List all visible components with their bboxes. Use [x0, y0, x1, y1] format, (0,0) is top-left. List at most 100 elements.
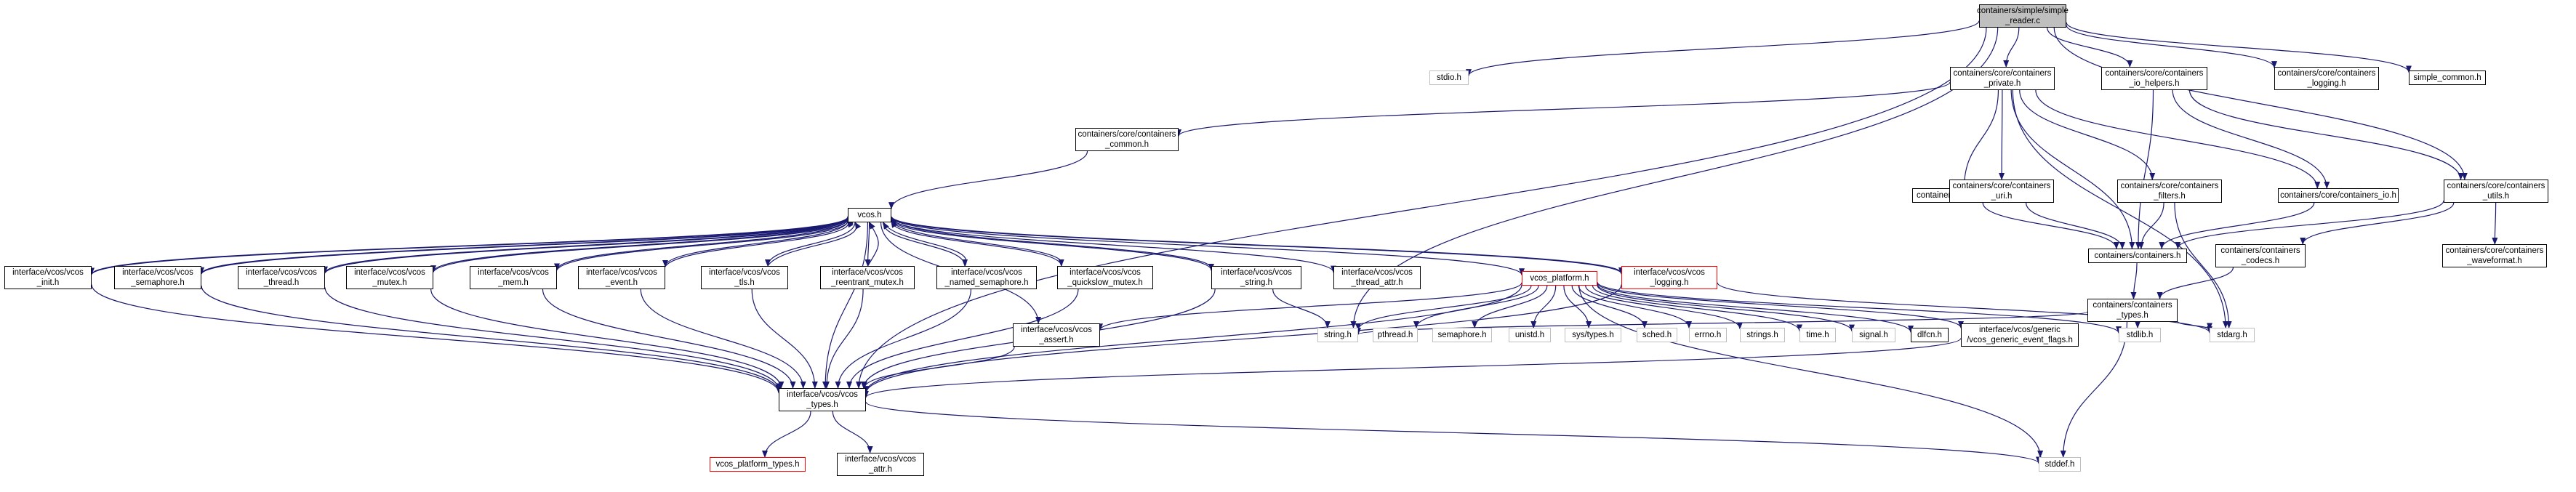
node-vcos-attr-h[interactable]: interface/vcos/vcos _attr.h [837, 453, 924, 476]
node-containers-io-h[interactable]: containers/core/containers_io.h [2278, 188, 2399, 203]
node-dlfcn-h[interactable]: dlfcn.h [1911, 328, 1949, 342]
node-containers-filters-h[interactable]: containers/core/containers _filters.h [2117, 180, 2222, 203]
node-simple-reader-c[interactable]: containers/simple/simple _reader.c [1977, 4, 2069, 28]
edge-vtypes-to-stddef [865, 401, 2042, 464]
node-vcos-quickslow-mutex-h[interactable]: interface/vcos/vcos _quickslow_mutex.h [1057, 266, 1153, 289]
node-label: vcos_platform_types.h [715, 460, 800, 469]
node-vcos-platform-h[interactable]: vcos_platform.h [1522, 271, 1597, 286]
node-semaphore-h[interactable]: semaphore.h [1432, 328, 1492, 342]
edge-filters-to-containers [2138, 202, 2164, 249]
node-label: stdio.h [1437, 73, 1461, 82]
edge-private-to-common [1176, 81, 1951, 137]
node-vcos-tls-h[interactable]: interface/vcos/vcos _tls.h [701, 266, 788, 289]
edge-utils-to-containers [2175, 200, 2444, 249]
edge-platform-to-vtypes [863, 284, 1522, 394]
node-vcos-platform-types-h[interactable]: vcos_platform_types.h [710, 457, 806, 472]
node-stddef-h[interactable]: stddef.h [2039, 457, 2081, 472]
node-string-h[interactable]: string.h [1317, 328, 1358, 342]
node-sys-types-h[interactable]: sys/types.h [1565, 328, 1621, 342]
node-sched-h[interactable]: sched.h [1637, 328, 1677, 342]
edge-named_sem-to-vcos [883, 222, 967, 267]
edge-vcos-to-thread_attr [891, 217, 1336, 273]
node-errno-h[interactable]: errno.h [1689, 328, 1727, 342]
node-containers-logging-h[interactable]: containers/core/containers _logging.h [2274, 67, 2379, 90]
node-label: containers/core/containers _filters.h [2120, 182, 2219, 201]
node-containers-uri-h[interactable]: containers/core/containers _uri.h [1949, 180, 2054, 203]
node-vcos-thread-attr-h[interactable]: interface/vcos/vcos _thread_attr.h [1333, 266, 1421, 289]
edge-platform-to-dlfcn [1597, 283, 1914, 334]
node-containers-types-h[interactable]: containers/containers _types.h [2087, 299, 2178, 322]
node-label: semaphore.h [1437, 331, 1487, 339]
node-vcos-thread-h[interactable]: interface/vcos/vcos _thread.h [238, 266, 325, 289]
node-pthread-h[interactable]: pthread.h [1373, 328, 1418, 342]
node-vcos-mem-h[interactable]: interface/vcos/vcos _mem.h [470, 266, 557, 289]
edge-vcos-to-vstring [891, 218, 1214, 271]
edge-io_helpers-to-cio [2172, 89, 2330, 189]
edge-reentrant-to-vtypes [823, 289, 864, 389]
edge-ctypes-to-stddef [2060, 321, 2128, 458]
node-vcos-string-h[interactable]: interface/vcos/vcos _string.h [1211, 266, 1301, 289]
edge-vcos-to-vtypes [822, 222, 869, 389]
edge-root-to-io_helpers [2047, 27, 2133, 68]
edge-mem-to-vcos [556, 218, 854, 270]
edge-root-to-private [2003, 27, 2020, 68]
edge-private-to-filters [2019, 89, 2156, 180]
node-vcos-named-semaphore-h[interactable]: interface/vcos/vcos _named_semaphore.h [936, 266, 1037, 289]
edge-thread-to-vcos [324, 217, 854, 273]
node-containers-common-h[interactable]: containers/core/containers _common.h [1075, 128, 1179, 151]
edge-packetizers-to-containers [1982, 202, 2119, 249]
edge-io_helpers-to-containers [2135, 89, 2154, 249]
edge-containers-to-ctypes [2130, 262, 2138, 299]
node-label: interface/vcos/vcos _thread.h [246, 268, 317, 287]
edge-platform-to-semaphore_h [1472, 285, 1548, 328]
node-vcos-generic-event-flags-h[interactable]: interface/vcos/generic /vcos_generic_eve… [1961, 323, 2079, 347]
node-label: vcos_platform.h [1530, 274, 1589, 283]
node-label: containers/containers.h [2094, 251, 2181, 260]
node-stdarg-h[interactable]: stdarg.h [2210, 328, 2255, 342]
edge-platform-to-stdlib [1597, 281, 2122, 334]
node-label: interface/vcos/vcos _string.h [1221, 268, 1292, 287]
edge-vstring-to-vcos [891, 217, 1212, 271]
edge-vcos-to-thread [322, 217, 848, 274]
node-vcos-types-h[interactable]: interface/vcos/vcos _types.h [779, 388, 866, 411]
node-vcos-semaphore-h[interactable]: interface/vcos/vcos _semaphore.h [114, 266, 201, 289]
node-containers-io-helpers-h[interactable]: containers/core/containers _io_helpers.h [2101, 67, 2207, 90]
node-label: string.h [1324, 331, 1352, 339]
node-vcos-init-h[interactable]: interface/vcos/vcos _init.h [4, 266, 92, 289]
node-containers-private-h[interactable]: containers/core/containers _private.h [1950, 67, 2055, 90]
node-label: containers/core/containers _logging.h [2277, 69, 2376, 88]
edge-generic_flags-to-vtypes [863, 337, 1962, 398]
node-vcos-mutex-h[interactable]: interface/vcos/vcos _mutex.h [346, 266, 433, 289]
node-label: interface/vcos/vcos _reentrant_mutex.h [831, 268, 904, 287]
node-strings-h[interactable]: strings.h [1740, 328, 1785, 342]
node-signal-h[interactable]: signal.h [1852, 328, 1895, 342]
node-time-h[interactable]: time.h [1799, 328, 1836, 342]
node-containers-h[interactable]: containers/containers.h [2088, 249, 2187, 263]
node-label: interface/vcos/vcos _thread_attr.h [1341, 268, 1413, 287]
edge-private-to-packetizers [1961, 89, 1999, 189]
node-vcos-assert-h[interactable]: interface/vcos/vcos _assert.h [1013, 323, 1100, 347]
node-label: containers/core/containers _uri.h [1952, 182, 2051, 201]
edge-tls-to-vcos [767, 222, 862, 267]
node-label: strings.h [1746, 331, 1778, 339]
edge-named_sem-to-vtypes [835, 289, 972, 389]
node-containers-utils-h[interactable]: containers/core/containers _utils.h [2444, 180, 2548, 203]
node-label: containers/containers _codecs.h [2220, 246, 2300, 265]
edge-mutex-to-vcos [433, 217, 854, 273]
node-stdlib-h[interactable]: stdlib.h [2119, 328, 2161, 342]
node-vcos-logging-h[interactable]: interface/vcos/vcos _logging.h [1621, 266, 1717, 289]
node-vcos-reentrant-mutex-h[interactable]: interface/vcos/vcos _reentrant_mutex.h [820, 266, 915, 289]
edge-root-to-utils [2053, 27, 2468, 180]
node-unistd-h[interactable]: unistd.h [1509, 328, 1551, 342]
edge-filters-to-stdarg [2174, 202, 2232, 328]
edge-vcos-to-event [662, 220, 848, 267]
node-stdio-h[interactable]: stdio.h [1429, 70, 1469, 85]
node-simple-common-h[interactable]: simple_common.h [2409, 70, 2486, 85]
node-label: pthread.h [1377, 331, 1413, 339]
node-vcos-event-h[interactable]: interface/vcos/vcos _event.h [578, 266, 665, 289]
edge-thread-to-vtypes [324, 287, 782, 391]
node-containers-waveformat-h[interactable]: containers/core/containers _waveformat.h [2442, 244, 2547, 267]
node-containers-codecs-h[interactable]: containers/containers _codecs.h [2215, 244, 2306, 267]
node-vcos-h[interactable]: vcos.h [848, 208, 891, 222]
